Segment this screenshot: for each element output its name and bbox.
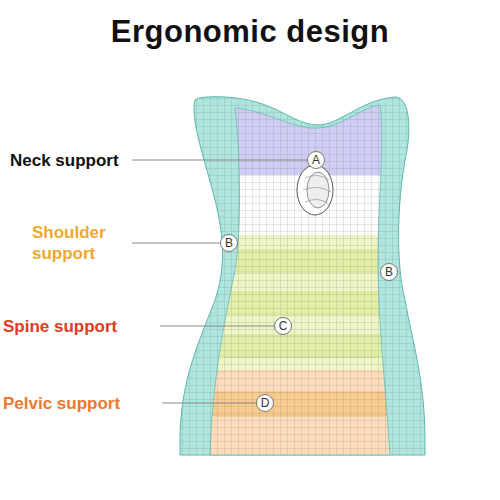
hole-mesh <box>303 175 331 204</box>
callout-letter: A <box>308 152 324 168</box>
leader-line <box>160 326 274 327</box>
part-label: Pelvic support <box>3 393 163 414</box>
part-label: Shoulder support <box>32 222 127 264</box>
callout-letter: B <box>381 264 397 280</box>
callout-letter: C <box>275 318 291 334</box>
callout-circle: B <box>220 234 238 252</box>
callout-letter: B <box>221 235 237 251</box>
pillow-hole <box>297 165 333 215</box>
callout-circle: C <box>274 317 292 335</box>
leader-line <box>132 243 220 244</box>
callout-circle: B <box>380 263 398 281</box>
callout-circle: A <box>307 151 325 169</box>
diagram-title: Ergonomic design <box>0 14 500 50</box>
callout-letter: D <box>257 395 273 411</box>
mesh-overlay <box>170 90 430 460</box>
callout-circle: D <box>256 394 274 412</box>
part-label: Spine support <box>3 316 163 337</box>
pillow-hole-inner <box>307 172 329 208</box>
part-label: Neck support <box>10 150 140 171</box>
leader-line <box>132 160 307 161</box>
leader-line <box>162 403 256 404</box>
